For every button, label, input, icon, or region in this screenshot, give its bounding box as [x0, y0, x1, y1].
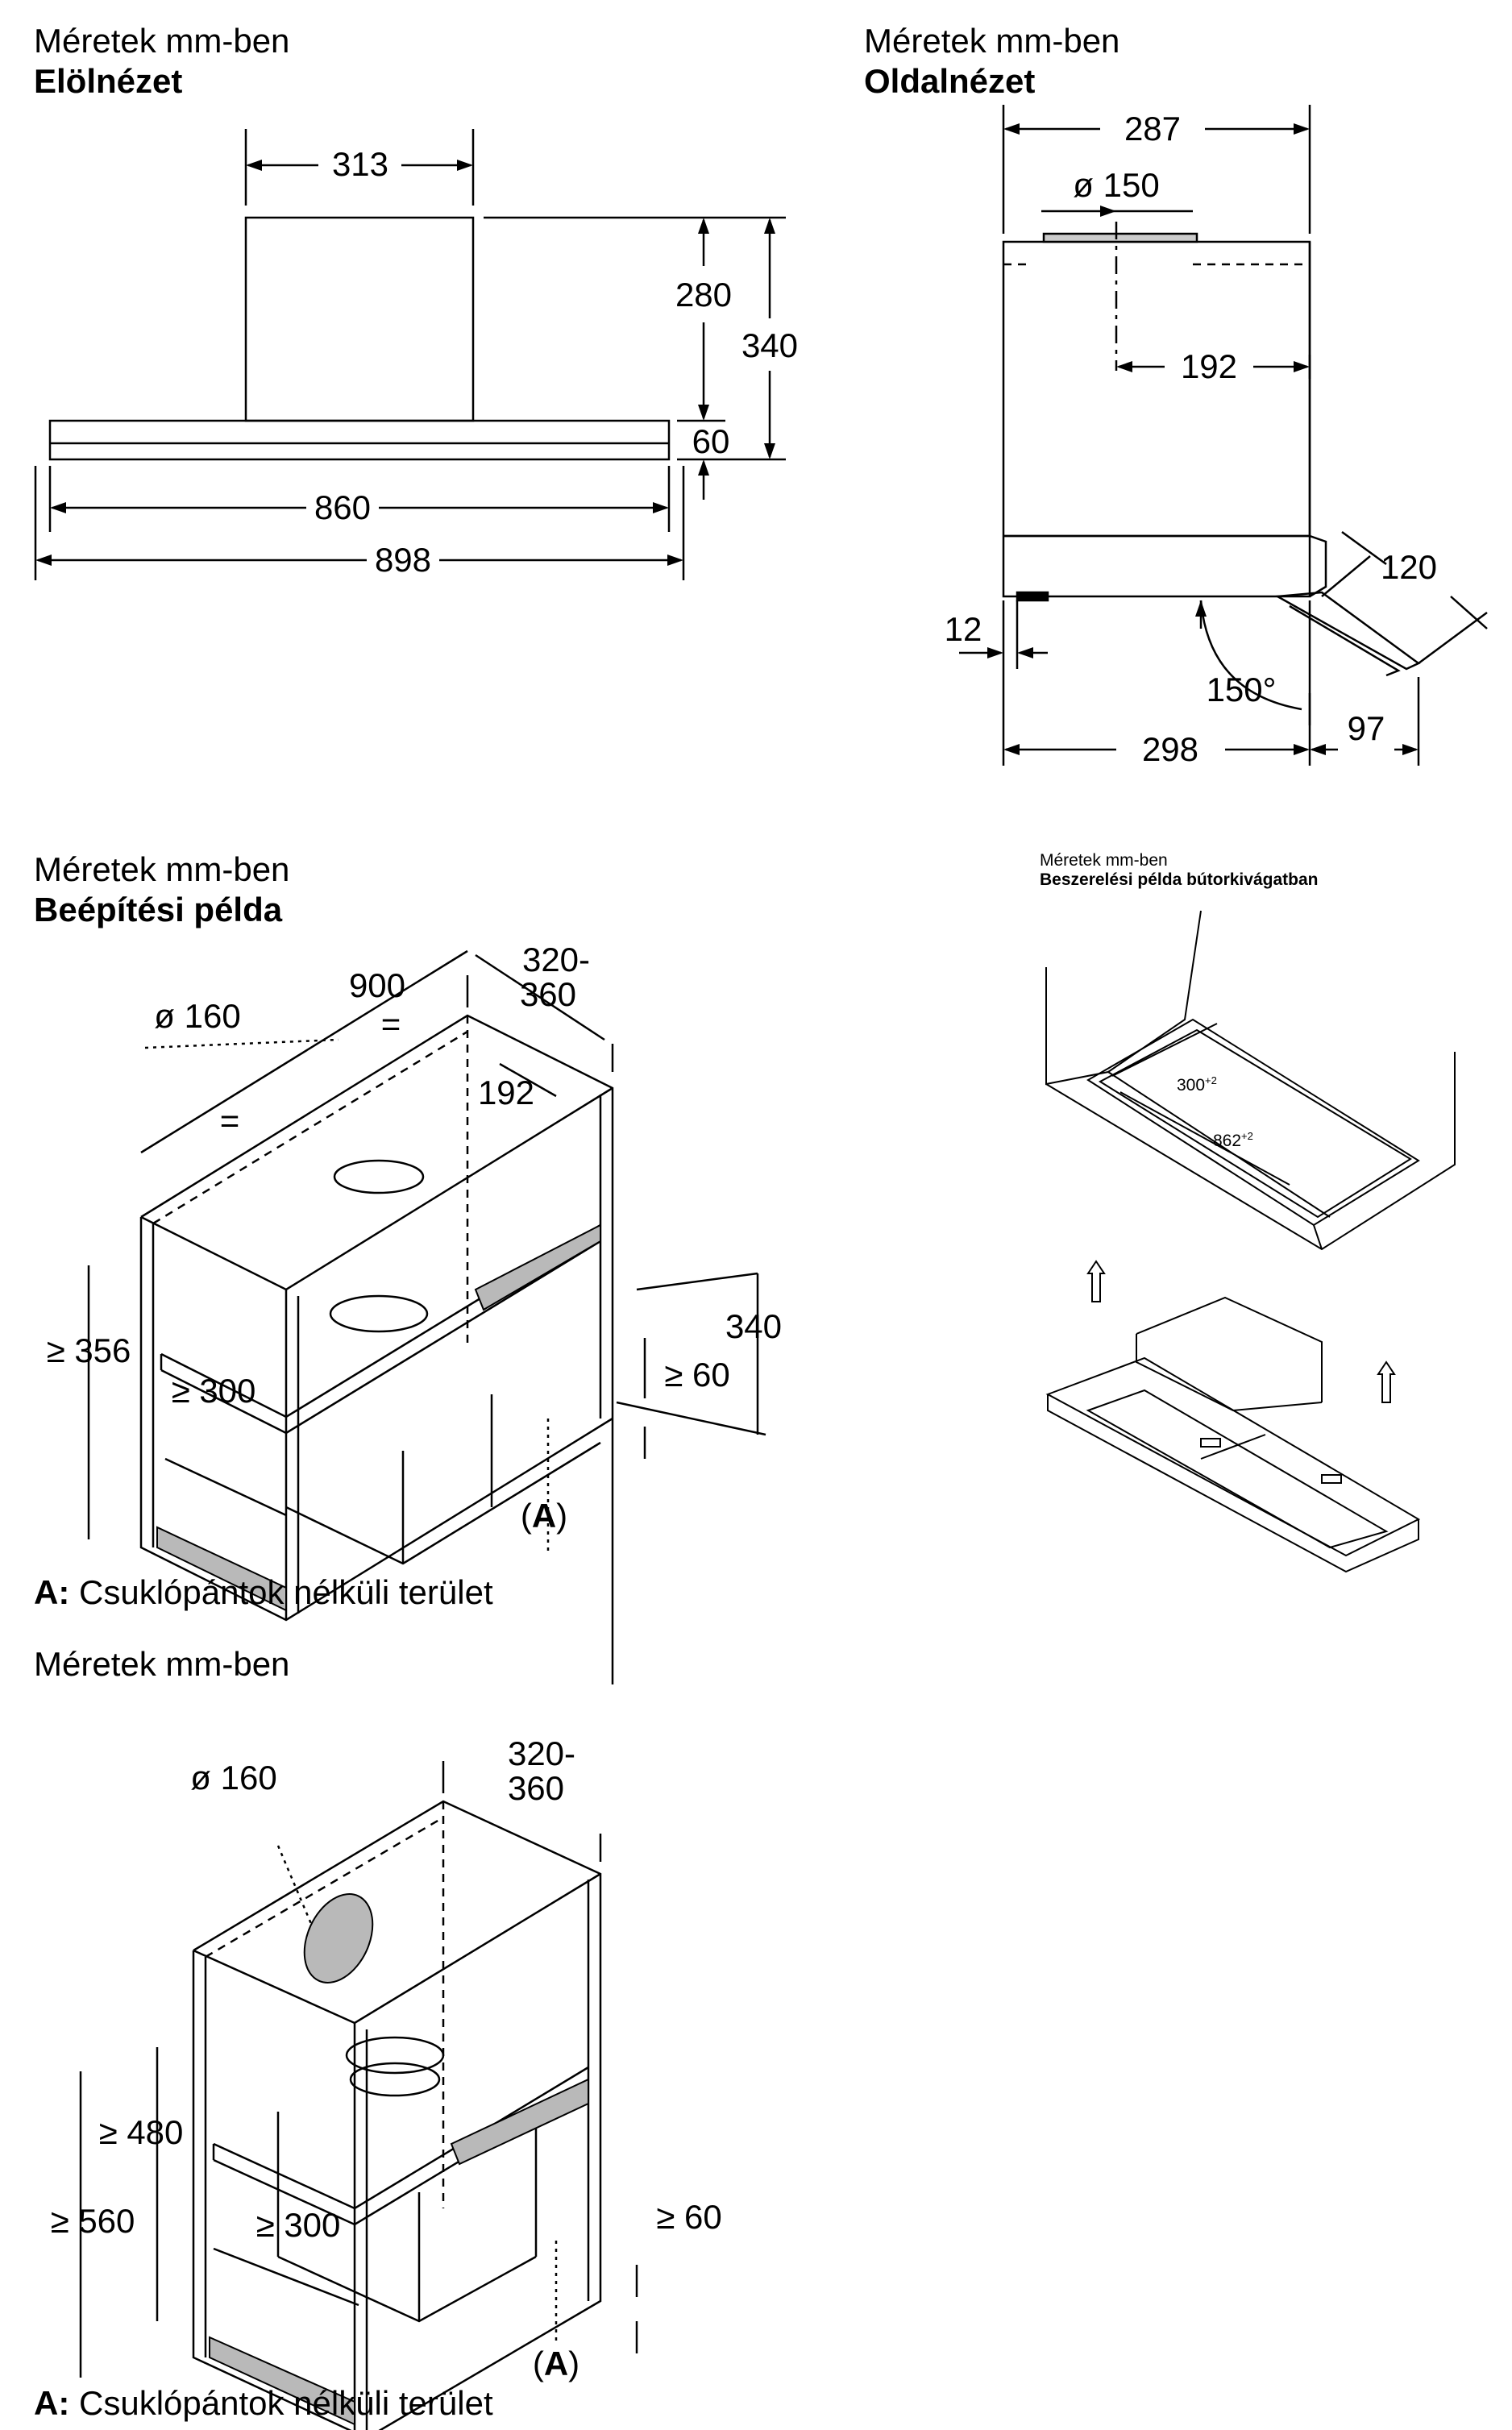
cutout-dim-width-tol: +2	[1241, 1130, 1253, 1142]
side-view-drawing: 287 ø 150 192 12 298 120 150° 97	[945, 105, 1488, 768]
install-dim-min-gap: ≥ 60	[664, 1356, 729, 1394]
side-dim-duct-diameter: ø 150	[1073, 166, 1159, 204]
second-install-drawing: ø 160 320- 360 ≥ 560 ≥ 480 ≥ 300 ≥ 60 (A…	[51, 1734, 722, 2430]
side-dim-duct-offset: 192	[1181, 347, 1237, 385]
cutout-dim-width-value: 862	[1213, 1132, 1241, 1150]
side-dim-panel-angle: 150°	[1207, 671, 1277, 708]
second-area-marker-letter: A	[544, 2345, 568, 2382]
second-dim-min-height-inner: ≥ 480	[99, 2113, 184, 2151]
install-dim-equal-left: =	[220, 1102, 240, 1140]
install-dim-duct-diameter: ø 160	[154, 997, 240, 1035]
install-subheading: Beépítési példa	[34, 891, 283, 928]
dim-canopy-height: 60	[692, 422, 730, 460]
front-view-drawing: 313 280 340 60 860 898	[34, 129, 798, 580]
install-example-drawing: 900 = = 320- 360 ø 160 192 ≥ 356 340 ≥ 6…	[47, 941, 782, 1684]
side-view-heading-text: Méretek mm-ben	[864, 22, 1120, 60]
second-heading-text: Méretek mm-ben	[34, 1645, 290, 1683]
dim-chimney-width: 313	[332, 145, 388, 183]
install-dim-depth-line1: 320-	[522, 941, 590, 978]
install-dim-min-clearance: ≥ 300	[172, 1372, 256, 1410]
cutout-example-drawing: 300+2 862+2	[1045, 910, 1456, 1573]
side-dim-depth: 287	[1124, 110, 1181, 147]
install-legend: A: Csuklópántok nélküli terület	[34, 1573, 493, 1612]
side-view-subheading: Oldalnézet	[864, 62, 1036, 100]
second-legend-text: Csuklópántok nélküli terület	[79, 2384, 493, 2422]
install-dim-inner-height: 340	[725, 1307, 782, 1345]
second-area-marker: (A)	[533, 2345, 579, 2382]
install-example-panel: Méretek mm-ben Beépítési példa	[0, 838, 806, 1684]
install-dim-depth-line2: 360	[520, 975, 576, 1013]
cutout-dim-depth: 300+2	[1177, 1074, 1217, 1095]
side-dim-panel-projection: 97	[1348, 709, 1385, 747]
second-dim-min-height-outer: ≥ 560	[51, 2202, 135, 2240]
cutout-heading-text: Méretek mm-ben	[1040, 851, 1168, 870]
dim-chimney-height: 280	[675, 276, 732, 314]
side-view-panel: Méretek mm-ben Oldalnézet	[806, 0, 1512, 806]
second-legend: A: Csuklópántok nélküli terület	[34, 2384, 493, 2423]
front-view-panel: Méretek mm-ben Elölnézet	[0, 0, 806, 806]
second-dim-min-clearance: ≥ 300	[256, 2206, 341, 2244]
install-dim-duct-offset: 192	[478, 1074, 534, 1111]
second-dim-min-gap: ≥ 60	[656, 2198, 721, 2236]
second-dim-depth-line1: 320-	[508, 1734, 575, 1772]
cutout-dim-depth-value: 300	[1177, 1076, 1205, 1095]
second-dim-depth-line2: 360	[508, 1769, 564, 1807]
front-view-heading: Méretek mm-ben Elölnézet	[34, 21, 289, 102]
dim-inner-width: 860	[314, 488, 371, 526]
second-install-panel: Méretek mm-ben	[0, 1628, 806, 2430]
front-view-heading-text: Méretek mm-ben	[34, 22, 290, 60]
side-view-heading: Méretek mm-ben Oldalnézet	[864, 21, 1119, 102]
dim-total-height: 340	[741, 326, 798, 364]
install-dim-equal-top: =	[381, 1005, 401, 1043]
side-dim-panel-depth: 120	[1381, 548, 1437, 586]
cutout-heading: Méretek mm-ben Beszerelési példa bútorki…	[1040, 851, 1318, 890]
install-heading-text: Méretek mm-ben	[34, 850, 290, 888]
install-dim-width: 900	[349, 966, 405, 1004]
second-legend-key: A:	[34, 2384, 70, 2422]
cutout-example-panel: Méretek mm-ben Beszerelési példa bútorki…	[1032, 846, 1459, 1701]
install-legend-text: Csuklópántok nélküli terület	[79, 1573, 493, 1611]
install-heading: Méretek mm-ben Beépítési példa	[34, 849, 289, 930]
front-view-subheading: Elölnézet	[34, 62, 183, 100]
second-heading: Méretek mm-ben	[34, 1644, 289, 1684]
dim-outer-width: 898	[375, 541, 431, 579]
install-dim-min-height: ≥ 356	[47, 1331, 131, 1369]
side-dim-bottom-depth: 298	[1142, 730, 1198, 768]
side-dim-front-gap: 12	[945, 610, 982, 648]
cutout-dim-depth-tol: +2	[1205, 1074, 1217, 1086]
cutout-subheading: Beszerelési példa bútorkivágatban	[1040, 870, 1319, 889]
install-area-marker: (A)	[521, 1497, 567, 1535]
cutout-dim-width: 862+2	[1213, 1130, 1253, 1150]
install-area-marker-letter: A	[532, 1497, 556, 1535]
install-legend-key: A:	[34, 1573, 70, 1611]
second-dim-duct-diameter: ø 160	[190, 1759, 276, 1797]
